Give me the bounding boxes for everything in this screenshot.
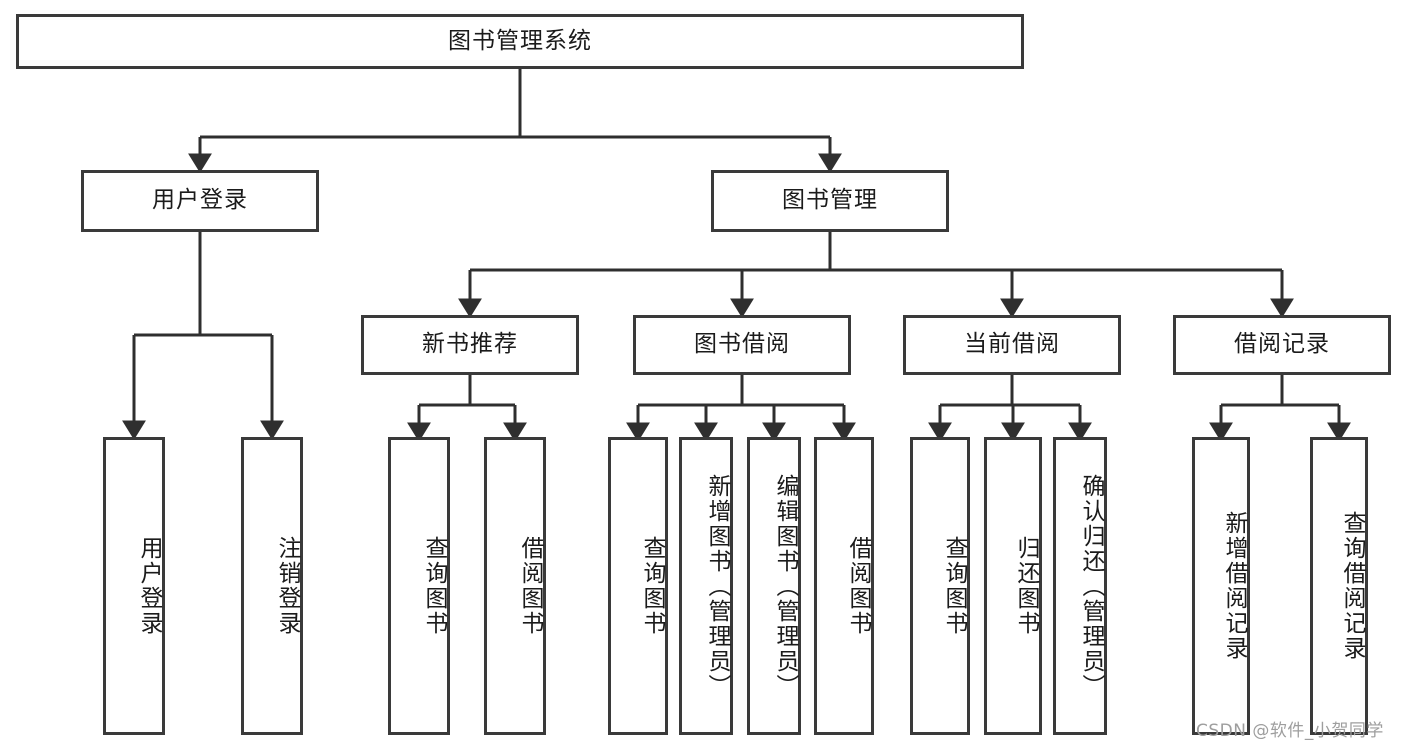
node-leaf-borrow-book[interactable]: 借阅图书 <box>814 437 874 735</box>
node-borrow-record-label: 借阅记录 <box>1234 331 1330 358</box>
node-leaf-add-book-admin-label: 新增图书（管理员） <box>704 473 730 699</box>
node-leaf-query-book-borrow[interactable]: 查询图书 <box>608 437 668 735</box>
node-borrow-record[interactable]: 借阅记录 <box>1173 315 1391 375</box>
node-leaf-user-login[interactable]: 用户登录 <box>103 437 165 735</box>
node-leaf-query-book-new-label: 查询图书 <box>421 536 447 636</box>
node-leaf-borrow-book-new[interactable]: 借阅图书 <box>484 437 546 735</box>
node-current-borrow-label: 当前借阅 <box>964 331 1060 358</box>
node-leaf-confirm-return-admin[interactable]: 确认归还（管理员） <box>1053 437 1107 735</box>
node-book-management-label: 图书管理 <box>782 187 878 214</box>
node-leaf-user-logout[interactable]: 注销登录 <box>241 437 303 735</box>
node-leaf-query-book-borrow-label: 查询图书 <box>639 536 665 636</box>
node-leaf-return-book-label: 归还图书 <box>1013 536 1039 636</box>
node-leaf-edit-book-admin-label: 编辑图书（管理员） <box>772 473 798 699</box>
node-leaf-borrow-book-label: 借阅图书 <box>845 536 871 636</box>
node-leaf-return-book[interactable]: 归还图书 <box>984 437 1042 735</box>
node-leaf-add-book-admin[interactable]: 新增图书（管理员） <box>679 437 733 735</box>
csdn-watermark: CSDN @软件_小贺同学 <box>1196 721 1384 741</box>
node-user-login-label: 用户登录 <box>152 187 248 214</box>
node-leaf-query-book-current[interactable]: 查询图书 <box>910 437 970 735</box>
node-book-borrow[interactable]: 图书借阅 <box>633 315 851 375</box>
node-root-label: 图书管理系统 <box>448 27 592 54</box>
node-leaf-edit-book-admin[interactable]: 编辑图书（管理员） <box>747 437 801 735</box>
node-book-borrow-label: 图书借阅 <box>694 331 790 358</box>
node-user-login[interactable]: 用户登录 <box>81 170 319 232</box>
node-new-book-recommend[interactable]: 新书推荐 <box>361 315 579 375</box>
node-leaf-query-borrow-record[interactable]: 查询借阅记录 <box>1310 437 1368 735</box>
node-leaf-user-logout-label: 注销登录 <box>274 536 300 636</box>
node-leaf-query-borrow-record-label: 查询借阅记录 <box>1339 511 1365 661</box>
node-leaf-query-book-new[interactable]: 查询图书 <box>388 437 450 735</box>
node-leaf-add-borrow-record[interactable]: 新增借阅记录 <box>1192 437 1250 735</box>
node-new-book-recommend-label: 新书推荐 <box>422 331 518 358</box>
node-leaf-add-borrow-record-label: 新增借阅记录 <box>1221 511 1247 661</box>
node-book-management[interactable]: 图书管理 <box>711 170 949 232</box>
node-leaf-borrow-book-new-label: 借阅图书 <box>517 536 543 636</box>
node-leaf-user-login-label: 用户登录 <box>136 536 162 636</box>
node-root[interactable]: 图书管理系统 <box>16 14 1024 69</box>
node-leaf-confirm-return-admin-label: 确认归还（管理员） <box>1078 473 1104 699</box>
node-current-borrow[interactable]: 当前借阅 <box>903 315 1121 375</box>
node-leaf-query-book-current-label: 查询图书 <box>941 536 967 636</box>
